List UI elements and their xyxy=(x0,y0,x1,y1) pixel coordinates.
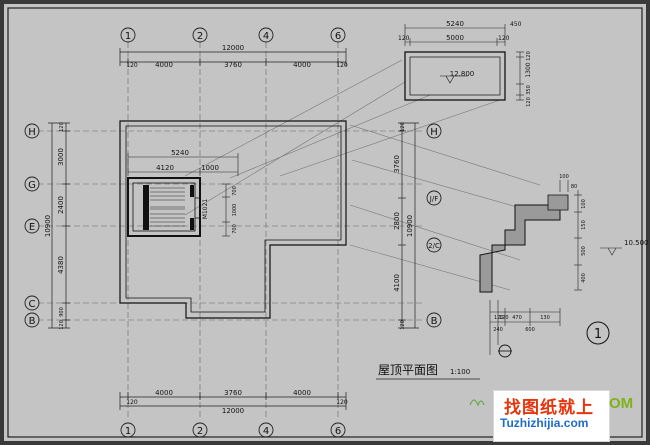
detail-bottom-dim-2: 120 xyxy=(499,315,509,321)
detail-elevation: 10.500 xyxy=(624,239,649,247)
stair-width-total: 5240 xyxy=(171,149,189,157)
axis-label-right-jf: J/F xyxy=(429,195,438,203)
dim-right-total: 10900 xyxy=(406,215,414,237)
roof-outline xyxy=(119,120,347,319)
tank-dim-edge-right: 120 xyxy=(498,35,510,42)
dim-left xyxy=(48,122,70,329)
axis-label-left-b: B xyxy=(29,316,36,327)
sheet-paper xyxy=(4,4,646,441)
tank-dim-side: 450 xyxy=(510,21,522,28)
dim-right-seg-5: 120 xyxy=(400,320,406,330)
axis-label-right-b: B xyxy=(431,316,438,327)
stair-v-1: 700 xyxy=(232,186,238,196)
tank-dim-right-2: 1300 xyxy=(525,62,532,77)
detail-bottom-total-b: 600 xyxy=(525,327,535,333)
axis-label-top-2: 2 xyxy=(197,31,203,42)
dim-left-seg-1: 120 xyxy=(59,122,65,132)
tank-dim-right-3: 350 xyxy=(526,85,532,95)
dim-right-seg-3: 2800 xyxy=(393,212,401,230)
axis-label-left-g: G xyxy=(28,180,36,191)
watermark-tail: OM xyxy=(609,395,634,412)
dim-right xyxy=(398,122,419,329)
dim-top xyxy=(119,48,347,66)
dim-left-total: 10900 xyxy=(44,215,52,237)
detail-bottom-dim-4: 130 xyxy=(540,315,550,321)
dim-bottom-seg-1: 120 xyxy=(126,399,138,406)
axis-label-left-c: C xyxy=(29,299,36,310)
tank-dim-right-1: 120 xyxy=(526,51,532,61)
stair-dims xyxy=(127,153,239,237)
detail-side-dim-2: 150 xyxy=(581,220,587,230)
detail-bottom-dim-1: 120 xyxy=(494,315,504,321)
detail-bottom-dim-3: 470 xyxy=(512,315,522,321)
dim-top-seg-4: 4000 xyxy=(293,61,311,69)
dim-bottom xyxy=(119,392,347,410)
axis-bubbles-bottom: 1 2 4 6 xyxy=(120,422,346,438)
detail-side-dim-4: 400 xyxy=(581,273,587,283)
dim-bottom-seg-4: 4000 xyxy=(293,389,311,397)
tank-elevation: 12.800 xyxy=(450,70,475,78)
axis-label-top-6: 6 xyxy=(335,31,341,42)
axis-label-left-e: E xyxy=(29,222,35,233)
dim-right-seg-1: 120 xyxy=(400,122,406,132)
axis-label-top-4: 4 xyxy=(263,31,269,42)
tank-dim-edge-left: 120 xyxy=(398,35,410,42)
dim-left-seg-5: 900 xyxy=(59,307,65,317)
detail-bottom-total-a: 240 xyxy=(493,327,503,333)
dim-bottom-seg-5: 120 xyxy=(336,399,348,406)
axis-label-right-2c: 2/C xyxy=(428,242,440,250)
axis-label-bottom-4: 4 xyxy=(263,426,269,437)
dim-right-seg-2: 3760 xyxy=(393,155,401,173)
tank-dim-outer: 5240 xyxy=(446,20,464,28)
sheet-frame xyxy=(7,7,643,438)
axis-bubbles-top: 1 2 4 6 xyxy=(120,27,346,43)
detail-top-dim-2: 80 xyxy=(571,184,577,190)
plan-title: 屋顶平面图 xyxy=(378,363,438,377)
dim-left-seg-6: 120 xyxy=(59,320,65,330)
dim-left-seg-4: 4380 xyxy=(57,256,65,274)
axis-bubbles-right: H J/F 2/C B xyxy=(426,123,442,328)
dim-left-seg-2: 3000 xyxy=(57,148,65,166)
dim-bottom-total: 12000 xyxy=(222,407,244,415)
dim-left-seg-3: 2400 xyxy=(57,196,65,214)
detail-side-dim-3: 500 xyxy=(581,246,587,256)
watermark-text-cn: 找图纸就上 xyxy=(504,398,594,418)
detail-side-dim-1: 100 xyxy=(581,199,587,209)
axis-label-bottom-6: 6 xyxy=(335,426,341,437)
detail-top-dim-1: 100 xyxy=(559,174,569,180)
dim-bottom-seg-2: 4000 xyxy=(155,389,173,397)
axis-label-bottom-2: 2 xyxy=(197,426,203,437)
stair-width-b: 1000 xyxy=(201,164,219,172)
door-code-label: M1021 xyxy=(202,199,209,220)
stair-width-a: 4120 xyxy=(156,164,174,172)
dim-top-seg-5: 120 xyxy=(336,62,348,69)
axis-label-right-h: H xyxy=(430,127,438,138)
tank-dim-inner: 5000 xyxy=(446,34,464,42)
axis-label-bottom-1: 1 xyxy=(125,426,131,437)
parapet-section-detail xyxy=(479,180,622,358)
watermark-text-en: Tuzhizhijia.com xyxy=(500,416,589,430)
dim-top-seg-1: 120 xyxy=(126,62,138,69)
axis-bubbles-left: H G E C B xyxy=(24,123,40,328)
stair-v-3: 700 xyxy=(232,224,238,234)
detail-number-bubble xyxy=(586,321,610,345)
plan-scale: 1:100 xyxy=(450,368,470,376)
grass-icon xyxy=(469,399,485,407)
tank-detail xyxy=(404,24,524,101)
watermark-logo: 找图纸就上 Tuzhizhijia.com xyxy=(493,390,610,442)
dim-top-seg-2: 4000 xyxy=(155,61,173,69)
detail-number: 1 xyxy=(594,327,602,342)
dim-bottom-seg-3: 3760 xyxy=(224,389,242,397)
axis-label-left-h: H xyxy=(28,127,36,138)
stair-enclosure xyxy=(127,177,201,237)
dim-top-total: 12000 xyxy=(222,44,244,52)
tank-dim-right-4: 120 xyxy=(526,97,532,107)
axis-label-top-1: 1 xyxy=(125,31,131,42)
dim-right-seg-4: 4100 xyxy=(393,274,401,292)
dim-top-seg-3: 3760 xyxy=(224,61,242,69)
stair-v-2: 1000 xyxy=(232,204,238,217)
